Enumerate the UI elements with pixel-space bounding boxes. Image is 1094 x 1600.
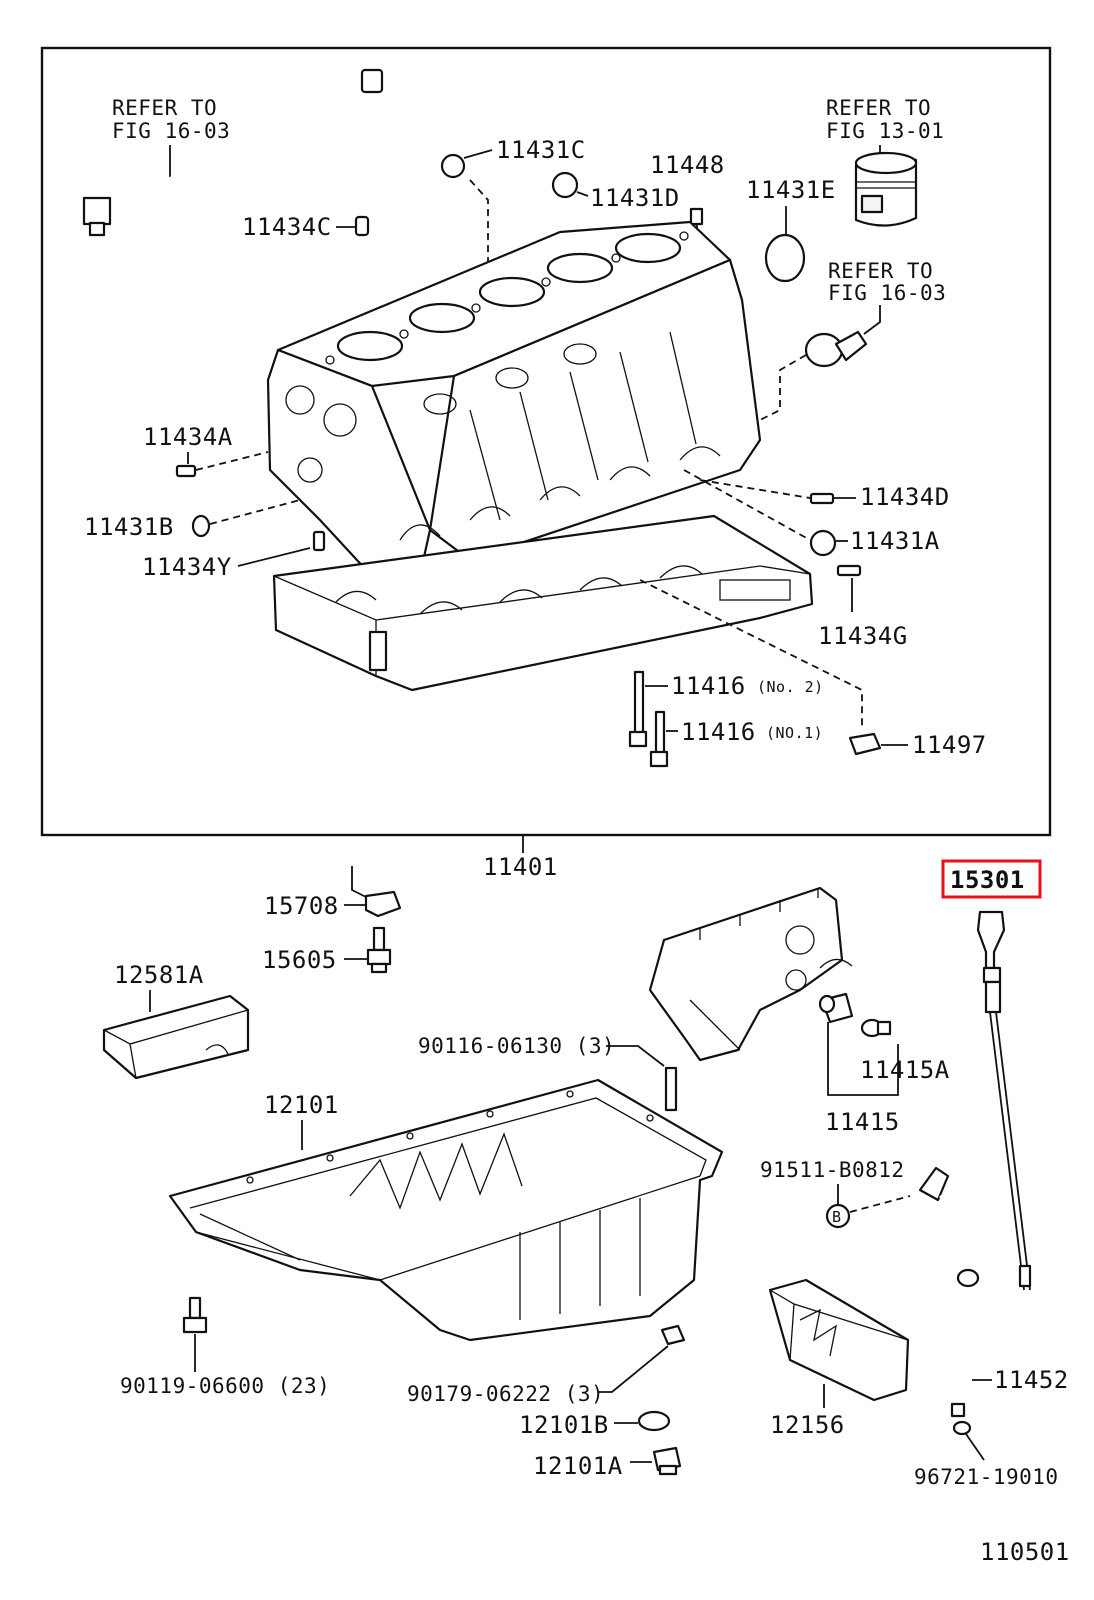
gauge-guide-11452	[918, 1166, 986, 1418]
stud-90116	[664, 1066, 678, 1112]
label-90119: 90119-06600 (23)	[120, 1374, 330, 1398]
pin-11434A	[175, 464, 197, 478]
label-15708: 15708	[264, 892, 339, 920]
bearing-cap-frame	[272, 514, 814, 692]
cylinder-block	[266, 220, 762, 587]
label-96721: 96721-19010	[914, 1465, 1059, 1489]
refer-note-piston-line1: REFER TO	[826, 96, 931, 120]
label-11497: 11497	[912, 731, 987, 759]
refer-note-top-left-line1: REFER TO	[112, 96, 217, 120]
oring-96721	[952, 1420, 972, 1436]
baffle-12156	[768, 1278, 910, 1402]
label-11434C: 11434C	[242, 213, 332, 241]
label-11434A: 11434A	[143, 423, 233, 451]
refer-note-top-left-line2: FIG 16-03	[112, 119, 230, 143]
dash-91511	[849, 1195, 911, 1213]
label-11434G: 11434G	[818, 622, 908, 650]
plug-11431C	[440, 153, 466, 179]
oil-tube-top-left	[82, 68, 435, 237]
leader-refer-right	[863, 305, 881, 335]
figure-number: 110501	[980, 1538, 1070, 1566]
label-11431C: 11431C	[496, 136, 586, 164]
label-12156: 12156	[770, 1411, 845, 1439]
oil-pump-housing	[648, 886, 853, 1062]
label-11434D: 11434D	[860, 483, 950, 511]
leader-11434Y	[237, 547, 311, 567]
label-11448: 11448	[650, 151, 725, 179]
label-91511: 91511-B0812	[760, 1158, 905, 1182]
leader-11431C	[463, 149, 493, 159]
dash-11431B	[209, 499, 301, 525]
bolt-91511	[825, 1203, 851, 1229]
gasket-12101B	[637, 1410, 671, 1432]
bolt-90119	[182, 1296, 208, 1334]
dash-fitting-right	[751, 354, 807, 425]
piston	[854, 151, 918, 227]
bolt-11416-no1	[649, 710, 669, 768]
bolt-91511-mark: B	[832, 1208, 842, 1226]
oil-pan-12101	[168, 1078, 724, 1342]
sensor-15708	[351, 866, 402, 918]
label-90179: 90179-06222 (3)	[407, 1382, 604, 1406]
highlight-box-15301	[941, 859, 1042, 899]
refer-note-piston-line2: FIG 13-01	[826, 119, 944, 143]
label-11416-no2-note: (No. 2)	[757, 678, 824, 696]
dash-11434D	[699, 479, 811, 499]
pin-11434G	[836, 564, 862, 577]
part-11497	[848, 732, 882, 756]
seal-11431B	[191, 514, 211, 538]
dash-11434A	[195, 451, 269, 471]
leader-90179	[598, 1345, 669, 1393]
bolt-15605	[366, 926, 392, 974]
bolt-11416-no2	[628, 670, 648, 748]
label-11401: 11401	[483, 853, 558, 881]
label-12581A: 12581A	[114, 961, 204, 989]
label-15605: 15605	[262, 946, 337, 974]
nut-90179	[660, 1324, 686, 1346]
label-12101A: 12101A	[533, 1452, 623, 1480]
refer-note-right-line1: REFER TO	[828, 259, 933, 283]
part-11448	[689, 207, 704, 226]
plug-11415A	[860, 1018, 892, 1038]
label-12101: 12101	[264, 1091, 339, 1119]
valve-11415	[818, 992, 854, 1024]
label-90116: 90116-06130 (3)	[418, 1034, 615, 1058]
dash-11431A	[683, 469, 811, 541]
label-11431E: 11431E	[746, 176, 836, 204]
label-11415A: 11415A	[860, 1056, 950, 1084]
pin-11434Y	[312, 530, 326, 552]
label-11416-no2: 11416	[671, 672, 746, 700]
label-11452: 11452	[994, 1366, 1069, 1394]
label-11434Y: 11434Y	[142, 553, 232, 581]
refer-note-right-line2: FIG 16-03	[828, 281, 946, 305]
leader-11431D	[576, 191, 589, 197]
dash-11431C	[469, 179, 489, 262]
drain-plug-12101A	[652, 1446, 682, 1476]
bracket-12581A	[102, 994, 250, 1080]
label-11431A: 11431A	[850, 527, 940, 555]
oil-fitting-right	[804, 330, 868, 368]
plug-11431E	[764, 233, 806, 283]
leader-11415	[827, 1022, 899, 1096]
label-11416-no1-note: (NO.1)	[766, 724, 823, 742]
pin-11434C	[354, 215, 370, 237]
label-11415: 11415	[825, 1108, 900, 1136]
label-11431D: 11431D	[590, 184, 680, 212]
leader-96721	[965, 1433, 985, 1461]
label-11431B: 11431B	[84, 513, 174, 541]
label-15301[interactable]: 15301	[950, 866, 1025, 894]
seal-11431A	[809, 529, 837, 557]
pin-11434D	[809, 492, 835, 505]
dipstick-15301	[976, 910, 1032, 1291]
label-11416-no1: 11416	[681, 718, 756, 746]
label-12101B: 12101B	[519, 1411, 609, 1439]
block-assembly-frame	[40, 46, 1052, 837]
plug-11431D	[551, 171, 579, 199]
leader-90116	[606, 1045, 665, 1067]
